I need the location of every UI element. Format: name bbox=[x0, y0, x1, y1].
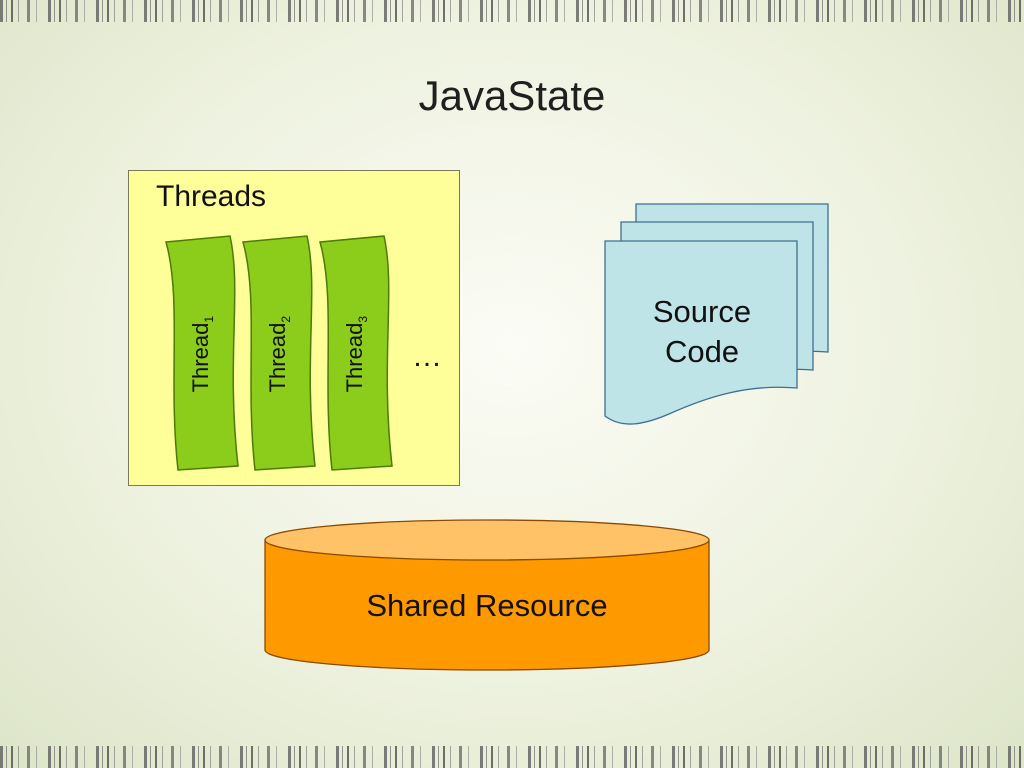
slide-title: JavaState bbox=[418, 72, 606, 119]
thread-2-shape bbox=[242, 235, 316, 471]
ellipsis: … bbox=[412, 340, 442, 373]
database-cylinder-icon bbox=[264, 519, 710, 671]
thread-3-shape bbox=[319, 235, 393, 471]
threads-label: Threads bbox=[156, 180, 267, 213]
thread-1-label: Thread1 bbox=[187, 315, 217, 393]
top-decorative-bar bbox=[0, 0, 1024, 22]
document-stack-icon bbox=[604, 203, 829, 425]
thread-1-shape bbox=[165, 235, 239, 471]
thread-3-label: Thread3 bbox=[341, 315, 371, 393]
shared-resource-label: Shared Resource bbox=[366, 588, 608, 623]
bottom-decorative-bar bbox=[0, 746, 1024, 768]
thread-2-label: Thread2 bbox=[264, 315, 294, 393]
source-code-label: Source Code bbox=[652, 294, 752, 369]
